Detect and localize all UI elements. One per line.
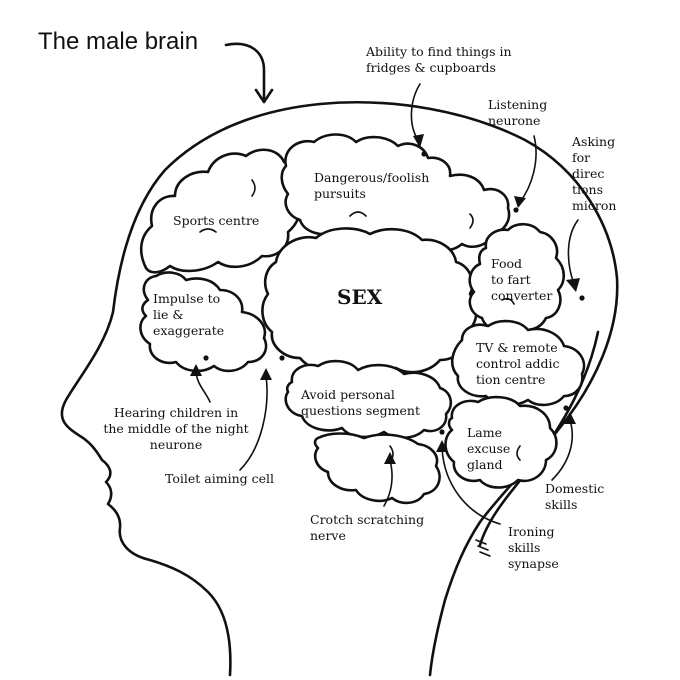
callout-ironing-label: Ironing skills synapse bbox=[508, 524, 559, 571]
spine-marks-icon bbox=[475, 539, 491, 557]
ironing-dot bbox=[439, 429, 445, 435]
domestic-arrowhead-icon bbox=[564, 412, 576, 424]
listening-arrowhead-icon bbox=[514, 196, 526, 208]
lobe-texture-marks bbox=[199, 179, 521, 463]
toilet-leader bbox=[239, 375, 268, 471]
fridges-arrowhead-icon bbox=[413, 134, 424, 148]
crotch-leader bbox=[383, 459, 393, 507]
callout-crotch-label: Crotch scratching nerve bbox=[310, 512, 425, 543]
center-label: SEX bbox=[337, 285, 383, 309]
lobe-lame bbox=[444, 395, 558, 489]
listening-dot bbox=[513, 207, 519, 213]
region-avoid-label: Avoid personal questions segment bbox=[301, 387, 420, 418]
hearing-dot bbox=[203, 355, 209, 361]
toilet-arrowhead-icon bbox=[260, 368, 272, 380]
lobe-tv bbox=[450, 319, 586, 407]
region-tv-label: TV & remote control addic tion centre bbox=[476, 340, 560, 387]
ironing-leader bbox=[441, 447, 501, 525]
callout-toilet-label: Toilet aiming cell bbox=[165, 471, 275, 486]
listening-leader bbox=[519, 135, 537, 203]
title-arrow bbox=[224, 42, 266, 100]
lobe-impulse bbox=[139, 271, 268, 373]
crotch-arrowhead-icon bbox=[384, 452, 396, 464]
lobe-avoid bbox=[284, 359, 453, 440]
domestic-leader bbox=[551, 419, 574, 481]
directions-dot bbox=[579, 295, 585, 301]
directions-arrowhead-icon bbox=[566, 278, 580, 292]
region-impulse-label: Impulse to lie & exaggerate bbox=[153, 291, 225, 338]
callout-listening-label: Listening neurone bbox=[488, 97, 548, 128]
lobe-food bbox=[468, 222, 566, 332]
callout-fridges-label: Ability to find things in fridges & cupb… bbox=[366, 44, 512, 75]
region-sports-label: Sports centre bbox=[173, 213, 260, 228]
ironing-arrowhead-icon bbox=[436, 440, 448, 452]
fridges-leader bbox=[410, 83, 421, 141]
region-dangerous-label: Dangerous/foolish pursuits bbox=[314, 170, 430, 201]
lobe-dangerous bbox=[280, 133, 511, 252]
region-food-label: Food to fart converter bbox=[491, 256, 553, 303]
diagram-title: The male brain bbox=[38, 28, 199, 55]
fridges-dot bbox=[421, 151, 427, 157]
region-lame-label: Lame excuse gland bbox=[467, 425, 511, 472]
callout-hearing-label: Hearing children in the middle of the ni… bbox=[103, 405, 249, 452]
directions-leader bbox=[567, 219, 579, 285]
lobe-crotch bbox=[313, 432, 441, 505]
title-arrowhead-icon bbox=[254, 88, 274, 104]
callout-domestic-label: Domestic skills bbox=[545, 481, 605, 512]
callout-directions-label: Asking for direc tions micron bbox=[572, 134, 617, 213]
toilet-dot bbox=[279, 355, 285, 361]
domestic-dot bbox=[563, 405, 569, 411]
hearing-arrowhead-icon bbox=[190, 364, 202, 376]
